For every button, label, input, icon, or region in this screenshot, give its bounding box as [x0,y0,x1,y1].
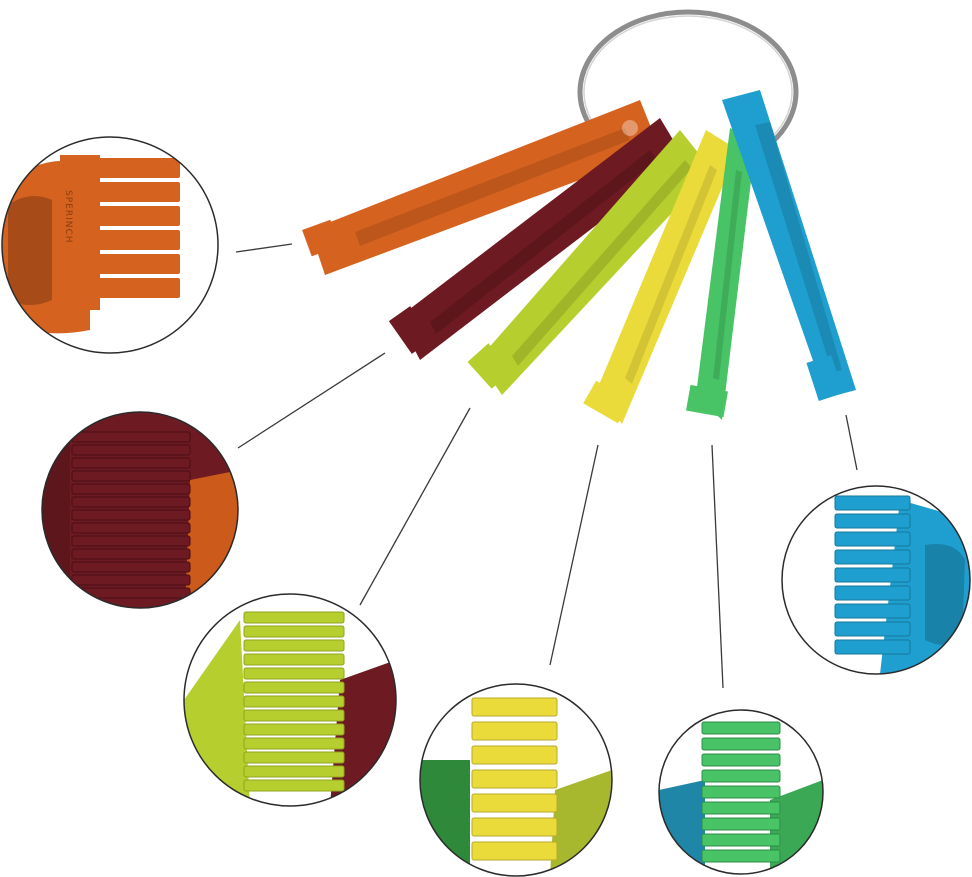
orange-gauge-tool [302,100,660,275]
zoom-circle-maroon [41,411,239,609]
gauge-tooth [71,483,191,495]
gauge-tooth [701,785,781,799]
gauge-tooth [71,431,191,443]
gauge-tooth [243,611,345,624]
gauge-tooth [243,751,345,764]
gauge-tooth [701,753,781,767]
zoom-circle-orange: SPERINCH [1,136,219,354]
maroon-teeth [71,431,191,599]
yellow-teeth [471,697,558,861]
gauge-tooth [71,522,191,534]
gauge-tooth [701,737,781,751]
gauge-tooth [701,721,781,735]
zoom-circle-blue [781,485,971,675]
gauge-tooth [471,793,558,813]
gauge-tooth [471,721,558,741]
gauge-tooth [701,769,781,783]
gauge-tooth [71,548,191,560]
gauge-tooth [701,801,781,815]
gauge-tooth [243,765,345,778]
gauge-tooth [243,737,345,750]
lime-gauge-tool [467,130,712,395]
gauge-tooth [243,709,345,722]
gauge-tooth [471,745,558,765]
gauge-tooth [71,496,191,508]
zoom-circle-green [658,709,824,875]
gauge-tooth [71,444,191,456]
gauge-tooth [471,817,558,837]
gauge-tooth [243,681,345,694]
gauge-tooth [701,833,781,847]
green-teeth [701,721,781,863]
gauge-tooth [243,639,345,652]
gauge-tooth [71,587,191,599]
gauge-tooth [243,653,345,666]
gauge-tooth [243,695,345,708]
maroon-gauge-tool [388,118,684,360]
gauge-tooth [71,561,191,573]
blue-teeth [834,495,911,655]
gauge-tooth [834,549,911,565]
gauge-tooth [834,603,911,619]
engraving-text: SPERINCH [63,190,73,244]
gauge-tooth [71,470,191,482]
gauge-tooth [243,779,345,792]
yellow-gauge-tool [583,130,738,424]
gauge-tooth [243,625,345,638]
gauge-tooth [71,535,191,547]
gauge-tooth [834,513,911,529]
leader-lines [235,243,858,689]
gauge-tooth [701,849,781,863]
gauge-tooth [701,817,781,831]
gauge-tooth [243,723,345,736]
blue-gauge-tool [722,90,856,402]
gauge-tooth [834,567,911,583]
gauge-tooth [834,531,911,547]
green-gauge-tool [686,128,756,420]
gauge-tooth [834,495,911,511]
zoom-circle-lime [183,593,397,807]
gauge-tooth [471,841,558,861]
gauge-tooth [243,667,345,680]
lime-teeth [243,611,345,792]
gauge-tooth [834,639,911,655]
gauge-tooth [471,697,558,717]
gauge-tooth [71,509,191,521]
gauge-tooth [71,457,191,469]
gauge-tooth [834,621,911,637]
gauge-tooth [471,769,558,789]
gauge-tooth [71,574,191,586]
orange-teeth [95,158,180,298]
zoom-circle-yellow [419,683,613,877]
gauge-tooth [834,585,911,601]
